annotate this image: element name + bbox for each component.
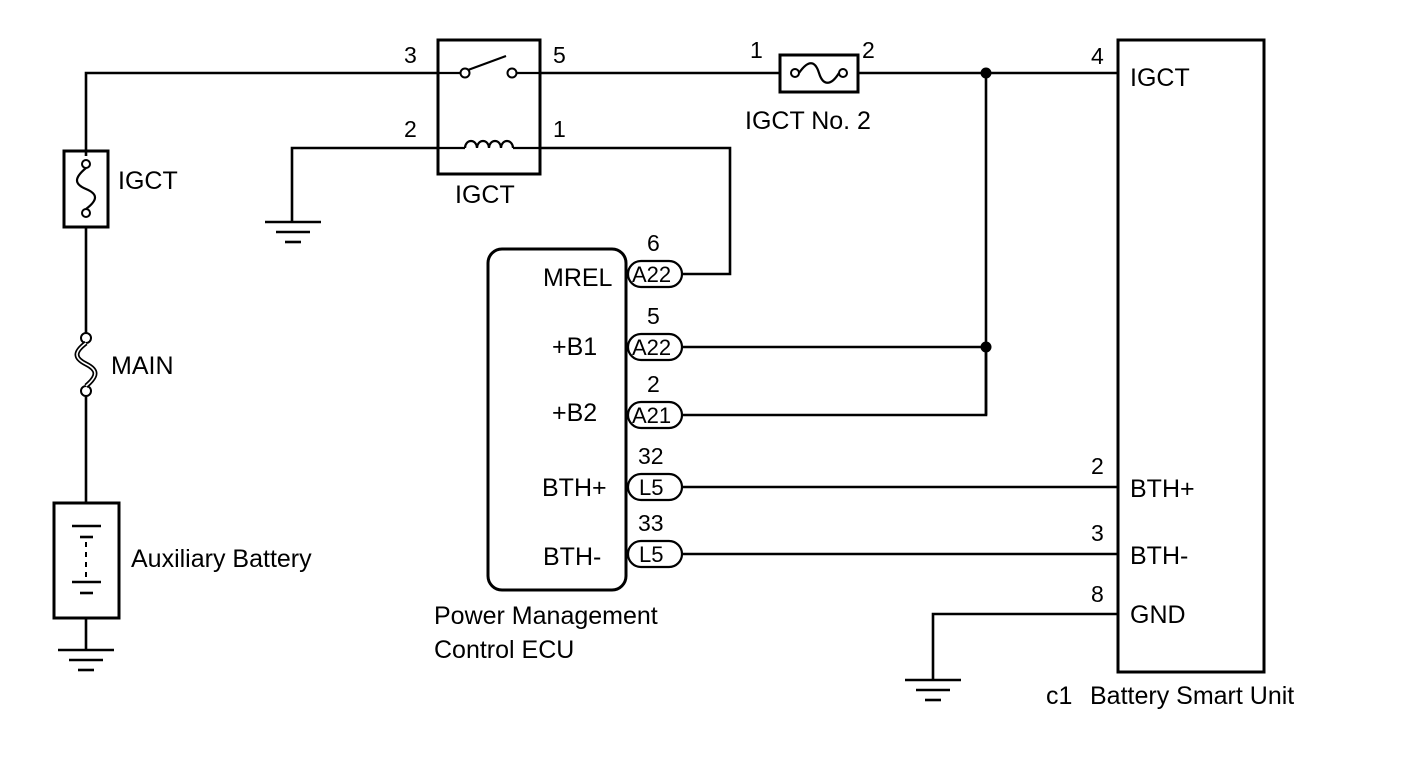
relay-switch-contact bbox=[467, 54, 507, 72]
igct-no2-pin-1: 1 bbox=[750, 37, 763, 63]
fuse-element-icon bbox=[798, 62, 840, 84]
ecu-terminal-bth-minus: BTH- bbox=[543, 543, 601, 571]
auxiliary-battery-label: Auxiliary Battery bbox=[131, 545, 312, 573]
relay-pin-2: 2 bbox=[404, 116, 417, 142]
ecu-pin-33: 33 bbox=[638, 510, 664, 536]
battery-ground-icon bbox=[58, 618, 114, 672]
bsu-ground-icon bbox=[905, 612, 1118, 702]
connector-label: L5 bbox=[639, 542, 663, 567]
bsu-connector-code: c1 bbox=[1046, 682, 1072, 710]
battery-box bbox=[52, 501, 121, 620]
bsu-pin-2: 2 bbox=[1091, 453, 1104, 479]
igct-no2-label: IGCT No. 2 bbox=[745, 107, 871, 135]
igct-relay: 3 5 2 1 IGCT bbox=[404, 38, 566, 209]
main-fuse-label: MAIN bbox=[111, 352, 174, 380]
ecu-pin-2: 2 bbox=[647, 371, 660, 397]
igct-relay-box bbox=[436, 38, 542, 176]
junction-dot bbox=[980, 67, 992, 79]
ecu-label-line2: Control ECU bbox=[434, 636, 574, 664]
fuse-element-icon bbox=[75, 167, 97, 210]
connector-a21-icon bbox=[626, 400, 684, 430]
igct-no2-pin-2: 2 bbox=[862, 37, 875, 63]
ecu-pin-6: 6 bbox=[647, 230, 660, 256]
ecu-pin-32: 32 bbox=[638, 443, 664, 469]
wire-relay-coil-ground bbox=[265, 146, 438, 244]
main-fuse: MAIN bbox=[74, 332, 174, 397]
ecu-box bbox=[486, 247, 628, 592]
ecu-label-line1: Power Management bbox=[434, 602, 658, 630]
igct-no2-fuse: 1 2 IGCT No. 2 bbox=[745, 37, 875, 135]
connector-label: A22 bbox=[632, 335, 671, 360]
relay-pin-3: 3 bbox=[404, 42, 417, 68]
battery-smart-unit: IGCT 4 BTH+ 2 BTH- 3 GND 8 c1 Battery Sm… bbox=[1046, 38, 1294, 710]
ecu-terminal-b2: +B2 bbox=[552, 399, 597, 427]
ecu-terminal-b1: +B1 bbox=[552, 333, 597, 361]
igct-fuse-label: IGCT bbox=[118, 167, 178, 195]
ecu-terminal-bth-plus: BTH+ bbox=[542, 474, 607, 502]
ecu-terminal-mrel: MREL bbox=[543, 264, 613, 292]
wire-relay-to-mrel bbox=[540, 146, 732, 276]
bsu-label: Battery Smart Unit bbox=[1090, 682, 1294, 710]
wire-battery-to-relay bbox=[84, 71, 438, 156]
igct-relay-label: IGCT bbox=[455, 181, 515, 209]
ecu-pin-5: 5 bbox=[647, 303, 660, 329]
connector-a22-icon bbox=[626, 259, 684, 289]
relay-pin-1: 1 bbox=[553, 116, 566, 142]
bsu-pin-8: 8 bbox=[1091, 581, 1104, 607]
relay-pin-5: 5 bbox=[553, 42, 566, 68]
bsu-terminal-bth-minus: BTH- bbox=[1130, 542, 1188, 570]
battery-smart-unit-box bbox=[1116, 38, 1266, 674]
bsu-terminal-bth-plus: BTH+ bbox=[1130, 475, 1195, 503]
wire-igct-no2-to-bsu bbox=[682, 67, 1118, 417]
bsu-pin-3: 3 bbox=[1091, 520, 1104, 546]
bsu-terminal-gnd: GND bbox=[1130, 601, 1186, 629]
bsu-terminal-igct: IGCT bbox=[1130, 64, 1190, 92]
bsu-pin-4: 4 bbox=[1091, 43, 1104, 69]
connector-label: A22 bbox=[632, 262, 671, 287]
connector-a22-icon bbox=[626, 332, 684, 362]
igct-fuse: IGCT bbox=[62, 149, 178, 229]
power-management-ecu: MREL A22 6 +B1 A22 5 +B2 A21 2 BTH+ L5 3… bbox=[434, 230, 684, 664]
relay-coil-icon bbox=[463, 139, 515, 149]
connector-label: L5 bbox=[639, 475, 663, 500]
connector-label: A21 bbox=[632, 403, 671, 428]
auxiliary-battery: Auxiliary Battery bbox=[52, 501, 312, 620]
